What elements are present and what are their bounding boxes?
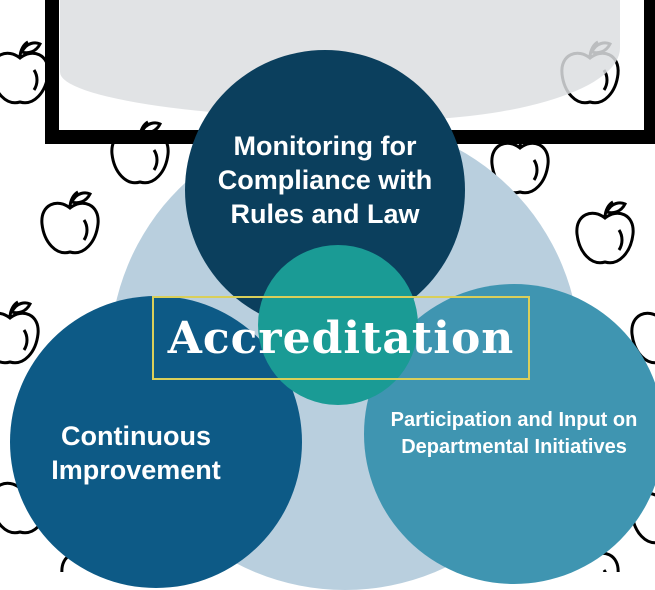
circle-continuous-improvement: Continuous Improvement	[10, 296, 302, 588]
apple-icon	[575, 200, 635, 265]
apple-icon	[40, 190, 100, 255]
apple-icon	[0, 40, 50, 105]
apple-icon	[630, 311, 655, 365]
circle-right-label: Participation and Input on Departmental …	[390, 409, 638, 458]
accreditation-label: Accreditation	[167, 312, 515, 364]
title-text-partial	[200, 0, 460, 2]
circle-top-label: Monitoring for Compliance with Rules and…	[217, 131, 433, 229]
circle-left-label: Continuous Improvement	[51, 421, 221, 485]
accreditation-box: Accreditation	[152, 296, 530, 380]
apple-icon	[0, 300, 40, 365]
